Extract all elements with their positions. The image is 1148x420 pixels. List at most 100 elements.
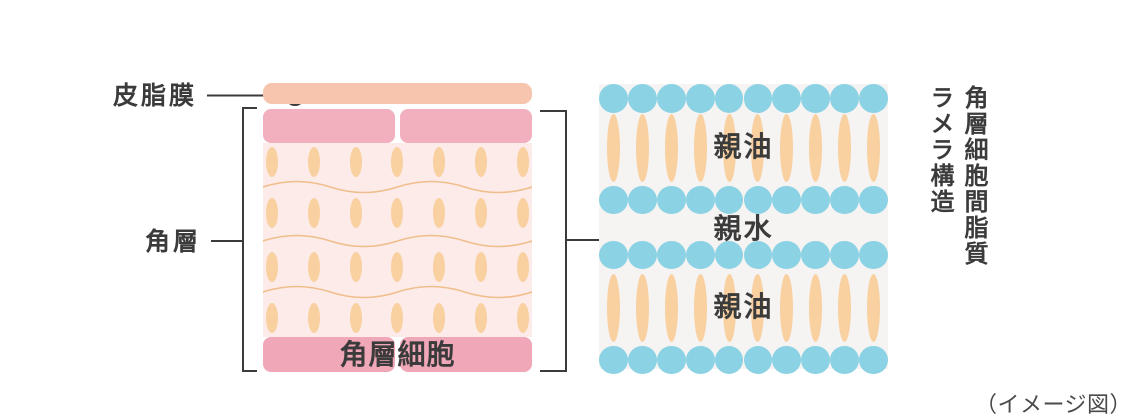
hydrophilic-head bbox=[714, 240, 744, 270]
lipophilic-tail bbox=[867, 114, 881, 182]
hydrophilic-head bbox=[801, 345, 831, 375]
lipid-oval bbox=[266, 252, 278, 282]
lipid-oval bbox=[349, 303, 362, 333]
lipid-oval bbox=[307, 303, 320, 333]
lipophilic-tail bbox=[722, 114, 736, 182]
hydrophilic-head bbox=[772, 240, 802, 270]
hydrophilic-head bbox=[685, 345, 715, 375]
lipid-oval bbox=[349, 147, 362, 177]
panel-link-bracket bbox=[540, 110, 599, 372]
stratum-bracket bbox=[211, 107, 257, 372]
hydrophilic-head bbox=[714, 185, 744, 215]
lipid-wave-line bbox=[263, 234, 532, 248]
lipophilic-tail bbox=[780, 114, 794, 182]
hydrophilic-head bbox=[627, 84, 657, 113]
hydrophilic-head bbox=[801, 84, 831, 113]
lipid-oval bbox=[433, 198, 446, 228]
hydrophilic-head bbox=[859, 84, 888, 113]
lipophilic-tail bbox=[867, 274, 881, 342]
lipid-oval bbox=[391, 252, 404, 282]
lamellar-panel: 親油 親水 親油 bbox=[599, 84, 888, 375]
lipid-oval bbox=[266, 303, 278, 333]
lipophilic-tail bbox=[751, 114, 765, 182]
lipid-wave-line bbox=[263, 285, 532, 299]
hydrophilic-head bbox=[830, 185, 860, 215]
lipophilic-tail bbox=[635, 274, 649, 342]
lipophilic-tail bbox=[838, 274, 852, 342]
lipophilic-tail bbox=[606, 274, 620, 342]
lipid-oval bbox=[516, 303, 529, 333]
lipid-oval bbox=[349, 252, 362, 282]
lipid-oval bbox=[266, 147, 278, 177]
lipid-oval bbox=[433, 303, 446, 333]
lipid-oval bbox=[349, 198, 362, 228]
hydrophilic-head bbox=[859, 240, 888, 270]
lipid-oval bbox=[307, 198, 320, 228]
sebum-film-bar bbox=[263, 83, 532, 104]
lipophilic-tail bbox=[809, 274, 823, 342]
hydrophilic-label: 親水 bbox=[713, 213, 774, 244]
hydrophilic-head bbox=[830, 345, 860, 375]
hydrophilic-head bbox=[656, 84, 686, 113]
hydrophilic-head bbox=[599, 345, 628, 375]
hydrophilic-head bbox=[743, 240, 773, 270]
lipophilic-tail bbox=[635, 114, 649, 182]
corneocyte-cell bbox=[263, 337, 395, 372]
lipophilic-tail bbox=[693, 274, 707, 342]
lipid-oval bbox=[266, 198, 278, 228]
hydrophilic-head bbox=[743, 185, 773, 215]
hydrophilic-head bbox=[801, 185, 831, 215]
hydrophilic-head bbox=[685, 185, 715, 215]
lipid-wave-lines bbox=[263, 180, 532, 299]
lipid-oval bbox=[516, 252, 529, 282]
lipid-oval bbox=[475, 198, 488, 228]
hydrophilic-head bbox=[859, 185, 888, 215]
lipophilic-tail bbox=[751, 274, 765, 342]
lipid-oval bbox=[307, 252, 320, 282]
lipid-wave-line bbox=[263, 180, 532, 194]
lipid-oval bbox=[433, 147, 446, 177]
hydrophilic-head bbox=[599, 84, 628, 113]
hydrophilic-head bbox=[627, 185, 657, 215]
stratum-body bbox=[263, 143, 532, 337]
hydrophilic-head bbox=[599, 240, 628, 270]
lipid-oval bbox=[391, 303, 404, 333]
hydrophilic-head bbox=[859, 345, 888, 375]
sebum-film-label: 皮脂膜 bbox=[113, 82, 198, 110]
stratum-corneum-label: 角層 bbox=[145, 228, 202, 256]
corneocyte-row-bottom bbox=[263, 337, 532, 372]
lipid-oval bbox=[433, 252, 446, 282]
hydrophilic-head bbox=[656, 185, 686, 215]
lipid-oval bbox=[475, 147, 488, 177]
lipophilic-tail bbox=[722, 274, 736, 342]
hydrophilic-head bbox=[627, 345, 657, 375]
hydrophilic-head bbox=[801, 240, 831, 270]
hydrophilic-head bbox=[772, 84, 802, 113]
lipid-oval bbox=[475, 252, 488, 282]
lamellar-title: 角層細胞間脂質 ラメラ構造 bbox=[918, 85, 990, 325]
hydrophilic-head bbox=[599, 185, 628, 215]
hydrophilic-head bbox=[685, 84, 715, 113]
hydrophilic-head bbox=[714, 345, 744, 375]
lipid-oval bbox=[307, 147, 320, 177]
lamellar-title-line1: 角層細胞間脂質 bbox=[960, 85, 987, 267]
lipophilic-tail bbox=[693, 114, 707, 182]
lipophilic-label-top: 親油 bbox=[713, 131, 774, 162]
hydrophilic-head bbox=[830, 240, 860, 270]
hydrophilic-head bbox=[685, 240, 715, 270]
hydrophilic-head bbox=[743, 84, 773, 113]
hydrophilic-head bbox=[743, 345, 773, 375]
lipid-oval bbox=[391, 198, 404, 228]
hydrophilic-head bbox=[627, 240, 657, 270]
hydrophilic-head bbox=[656, 240, 686, 270]
image-note: （イメージ図） bbox=[975, 392, 1133, 417]
corneocyte-cell bbox=[263, 109, 395, 143]
lipophilic-tail bbox=[809, 114, 823, 182]
lipid-oval bbox=[516, 198, 529, 228]
lipophilic-tail bbox=[780, 274, 794, 342]
lipid-oval bbox=[516, 147, 529, 177]
hydrophilic-head bbox=[772, 185, 802, 215]
corneocyte-row-top bbox=[263, 109, 532, 143]
lipid-oval bbox=[391, 147, 404, 177]
